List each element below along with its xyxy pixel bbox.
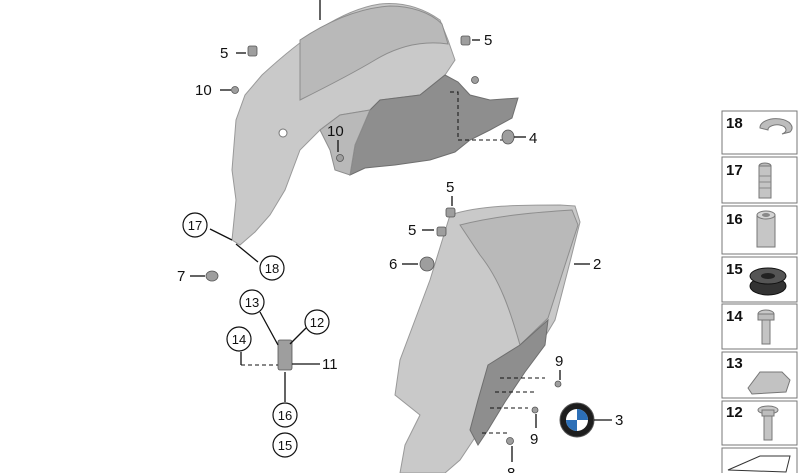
callout-16: 16 [278,408,292,423]
callout-17: 17 [188,218,202,233]
callout-18: 18 [265,261,279,276]
callout-2: 2 [593,256,601,273]
callout-10: 10 [195,82,212,99]
threaded-stud-icon [758,162,772,199]
rubber-grommet-part [419,256,435,272]
screw-part [471,76,479,84]
clip-nut-part [445,207,456,218]
callout-10: 10 [327,123,344,140]
sidebar-item-18: 18 [721,110,798,155]
leader-lines [190,0,612,462]
rubber-buffer-part [205,270,219,282]
collar-screw-icon [757,405,779,441]
svg-text:12: 12 [726,404,743,421]
cut-panel-icon [727,455,791,473]
grommet-icon [749,267,787,296]
grommet-part [501,129,515,145]
svg-text:16: 16 [726,211,743,228]
callout-5: 5 [220,45,228,62]
svg-text:13: 13 [726,355,743,372]
callout-6: 6 [389,256,397,273]
callout-14: 14 [232,332,246,347]
svg-text:17: 17 [726,162,743,179]
callout-3: 3 [615,412,623,429]
callout-5: 5 [446,179,454,196]
clip-nut-part [460,35,471,46]
callout-13: 13 [245,295,259,310]
screw-part [531,406,539,414]
upper-fairing-panel [231,3,519,246]
screw-icon [757,309,775,345]
sidebar-item-12: 12 [721,400,798,446]
sidebar-item-17: 17 [721,156,798,204]
svg-text:14: 14 [726,308,743,325]
callout-7: 7 [177,268,185,285]
sleeve-icon [756,210,776,248]
bmw-badge-icon [559,402,595,438]
svg-text:18: 18 [726,115,743,132]
callout-5: 5 [484,32,492,49]
callout-15: 15 [278,438,292,453]
screw-part [506,437,514,445]
callout-4: 4 [529,130,537,147]
svg-text:15: 15 [726,261,743,278]
callout-5: 5 [408,222,416,239]
sidebar-item-14: 14 [721,303,798,350]
clip-ring-icon [759,118,793,135]
sidebar-item-15: 15 [721,256,798,303]
clip-nut-part [247,45,258,57]
clip-nut-part [436,226,447,237]
callout-8: 8 [507,465,515,473]
sidebar-item-16: 16 [721,205,798,255]
lower-fairing-panel [394,204,581,473]
bracket-part [277,339,293,371]
callout-9: 9 [530,431,538,448]
sidebar-item-cut [721,447,798,473]
callout-9: 9 [555,353,563,370]
callout-12: 12 [310,315,324,330]
screw-part [336,154,344,162]
callout-11: 11 [322,356,338,373]
speed-nut-icon [747,371,791,395]
screw-part [554,380,562,388]
screw-part [231,86,239,94]
parts-sidebar: 18 17 16 15 [721,110,798,473]
callouts: 5 5 10 10 4 17 18 7 5 5 6 2 13 12 14 11 … [177,32,623,473]
sidebar-item-13: 13 [721,351,798,399]
hardware-parts [205,35,595,445]
